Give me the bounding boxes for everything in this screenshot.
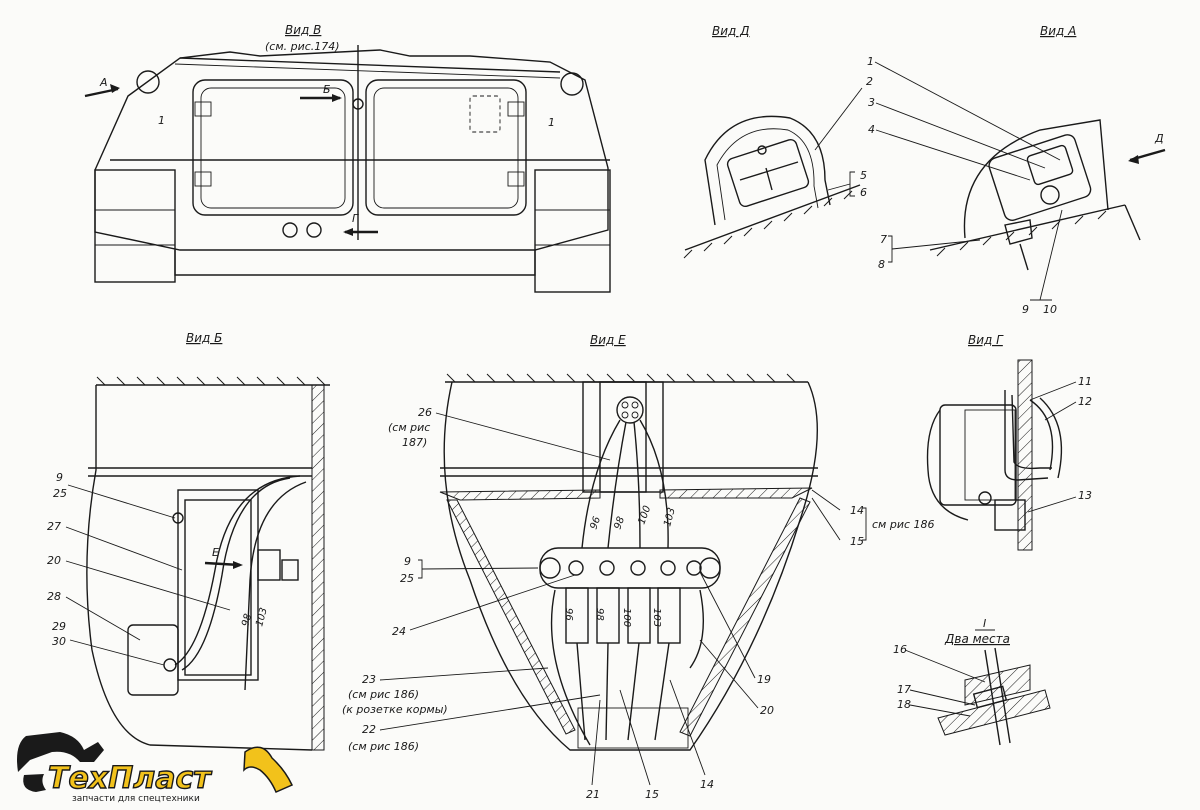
view-a-callout-3: 3 <box>868 96 875 109</box>
view-e-callout-24: 24 <box>392 625 406 638</box>
view-b-callout-29: 29 <box>52 620 66 633</box>
view-e-callout-25: 25 <box>400 572 414 585</box>
left-lamp <box>136 70 160 94</box>
view-v-arrow-a: А <box>99 76 108 89</box>
view-d-callout-5: 5 <box>860 169 867 182</box>
view-e-callout-21: 21 <box>586 788 600 801</box>
view-g-callout-12: 12 <box>1078 395 1092 408</box>
right-track <box>534 169 611 293</box>
lamp-housing-a <box>963 119 1109 239</box>
excavator-arm-icon <box>243 746 294 793</box>
view-i-title: I <box>983 617 986 630</box>
view-e-callout-15: 15 <box>850 535 864 548</box>
view-v: Вид В (см. рис.174) А Б Г <box>84 23 611 293</box>
view-e-callout-23: 23 <box>362 673 376 686</box>
view-b-callout-27: 27 <box>47 520 61 533</box>
right-door <box>365 79 527 216</box>
view-e-connector <box>616 396 644 424</box>
view-e-callout-19: 19 <box>757 673 771 686</box>
view-i-subtitle: Два места <box>944 632 1010 646</box>
view-e-wire-96: 96 <box>563 608 574 621</box>
view-e-callout-15b: 15 <box>645 788 659 801</box>
view-g-callout-11: 11 <box>1078 375 1092 388</box>
view-e-title: Вид Е <box>590 333 626 347</box>
view-v-callout-1b: 1 <box>548 116 555 129</box>
view-a: Вид А Д 1 3 4 7 8 9 10 <box>867 24 1166 316</box>
view-e-note-23a: (см рис 186) <box>348 688 419 701</box>
view-v-title: Вид В <box>285 23 321 37</box>
view-a-callout-9: 9 <box>1022 303 1029 316</box>
view-b-arrow-e: Е <box>212 546 219 559</box>
view-e-callout-26: 26 <box>418 406 432 419</box>
view-d-title: Вид Д <box>712 24 750 38</box>
view-e-wire-98: 98 <box>594 608 605 621</box>
view-i-callout-16: 16 <box>893 643 907 656</box>
view-d-callout-6: 6 <box>860 186 867 199</box>
terminal-block <box>539 547 721 589</box>
view-e-callout-14: 14 <box>850 504 864 517</box>
logo-brand: ТехПласт <box>48 761 212 796</box>
lamp-housing-d <box>704 115 831 226</box>
socket-g <box>282 222 298 238</box>
view-e-note-26a: (см рис <box>388 421 430 434</box>
view-a-callout-8: 8 <box>878 258 885 271</box>
view-e-note-22: (см рис 186) <box>348 740 419 753</box>
view-b-callout-9: 9 <box>56 471 63 484</box>
view-e-callout-14b: 14 <box>700 778 714 791</box>
view-e-wire-100: 100 <box>621 608 632 627</box>
view-e-wire-103-top: 103 <box>662 506 678 527</box>
view-b-callout-30: 30 <box>52 635 66 648</box>
view-g-callout-13: 13 <box>1078 489 1092 502</box>
view-e-outline <box>443 381 818 751</box>
hull-top-edge <box>179 57 561 73</box>
view-g: Вид Г 11 12 13 <box>926 333 1092 551</box>
view-b-wire-98: 98 <box>240 613 254 628</box>
view-d-callout-2: 2 <box>866 75 873 88</box>
view-b-callout-28: 28 <box>47 590 61 603</box>
view-e-note-26b: 187) <box>402 436 427 449</box>
view-e-callout-9: 9 <box>404 555 411 568</box>
view-a-arrow-d: Д <box>1154 132 1164 145</box>
view-a-callout-1: 1 <box>867 55 874 68</box>
view-e-wire-103: 103 <box>651 608 662 627</box>
view-i-callout-18: 18 <box>897 698 911 711</box>
view-b-callout-25: 25 <box>53 487 67 500</box>
view-e-callout-22: 22 <box>362 723 376 736</box>
view-d: Вид Д 2 5 6 <box>683 24 873 259</box>
view-i: I Два места 16 17 18 <box>893 617 1051 746</box>
view-a-title: Вид А <box>1040 24 1076 38</box>
lamp-housing-g <box>939 404 1017 506</box>
view-e-callout-20: 20 <box>760 704 774 717</box>
techplast-logo: ТехПласт запчасти для спецтехники <box>17 732 294 804</box>
view-e-wire-98-top: 98 <box>612 515 627 531</box>
hull-rear-outline <box>94 49 609 251</box>
left-door <box>192 79 354 216</box>
right-lamp <box>560 72 584 96</box>
view-i-callout-17: 17 <box>897 683 911 696</box>
view-a-callout-7: 7 <box>880 233 887 246</box>
view-e-note-14: см рис 186 <box>872 518 935 531</box>
view-v-arrow-g: Г <box>352 212 359 225</box>
view-b-wire-103: 103 <box>254 606 270 627</box>
view-a-callout-4: 4 <box>868 123 875 136</box>
view-v-callout-1a: 1 <box>158 114 165 127</box>
view-e: Вид Е 96 98 100 103 96 98 100 <box>342 333 935 801</box>
view-e-note-23b: (к розетке кормы) <box>342 703 448 716</box>
view-a-callout-10: 10 <box>1043 303 1057 316</box>
view-b: Вид Б Е 98 103 9 25 27 20 28 29 30 <box>47 331 330 751</box>
view-e-wire-96-top: 96 <box>588 515 603 531</box>
view-v-note: (см. рис.174) <box>265 40 340 53</box>
view-v-arrow-b: Б <box>323 83 331 96</box>
left-track <box>94 169 176 283</box>
view-b-title: Вид Б <box>186 331 222 345</box>
view-g-title: Вид Г <box>968 333 1004 347</box>
logo-tagline: запчасти для спецтехники <box>72 794 200 804</box>
view-b-callout-20: 20 <box>47 554 61 567</box>
excavator-bucket-icon <box>17 732 104 772</box>
